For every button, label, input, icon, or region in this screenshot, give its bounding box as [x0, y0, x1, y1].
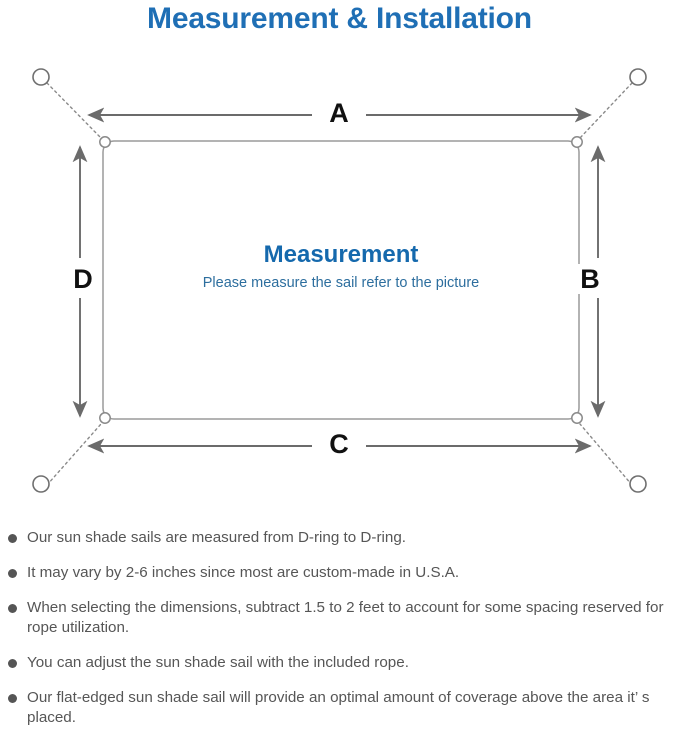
dimension-label-c: C [318, 429, 360, 459]
anchor-post-top-right [629, 68, 647, 86]
note-item-text: Our flat-edged sun shade sail will provi… [27, 689, 650, 726]
note-item-text: It may vary by 2-6 inches since most are… [27, 564, 460, 581]
note-item: When selecting the dimensions, subtract … [8, 598, 676, 638]
dimension-arrows [72, 107, 606, 454]
rope-top-left [46, 82, 102, 139]
d-rings [99, 136, 583, 424]
rope-lines [46, 82, 633, 486]
note-item: Our flat-edged sun shade sail will provi… [8, 688, 676, 728]
d-ring-top-right [571, 136, 583, 148]
note-item: It may vary by 2-6 inches since most are… [8, 563, 676, 583]
sail-diagram [32, 68, 647, 493]
bullet-dot-icon [8, 694, 17, 703]
sail-body [102, 140, 580, 420]
d-ring-bottom-right [571, 412, 583, 424]
d-ring-bottom-left [99, 412, 111, 424]
note-item: You can adjust the sun shade sail with t… [8, 653, 676, 673]
note-item-text: Our sun shade sails are measured from D-… [27, 529, 406, 546]
rope-top-right [579, 82, 633, 139]
bullet-dot-icon [8, 604, 17, 613]
dimension-label-a: A [318, 98, 360, 128]
anchor-post-bottom-right [629, 475, 647, 493]
anchor-post-bottom-left [32, 475, 50, 493]
anchor-posts [32, 68, 647, 493]
rope-bottom-left [46, 423, 102, 486]
note-item-text: When selecting the dimensions, subtract … [27, 599, 664, 636]
bullet-dot-icon [8, 534, 17, 543]
page-title: Measurement & Installation [147, 2, 532, 35]
note-item-text: You can adjust the sun shade sail with t… [27, 654, 409, 671]
d-ring-top-left [99, 136, 111, 148]
anchor-post-top-left [32, 68, 50, 86]
dimension-label-d: D [66, 264, 100, 294]
dimension-label-b: B [573, 264, 607, 294]
bullet-dot-icon [8, 569, 17, 578]
note-item: Our sun shade sails are measured from D-… [8, 528, 676, 548]
bullet-dot-icon [8, 659, 17, 668]
notes-list: Our sun shade sails are measured from D-… [8, 528, 676, 728]
rope-bottom-right [579, 423, 633, 486]
